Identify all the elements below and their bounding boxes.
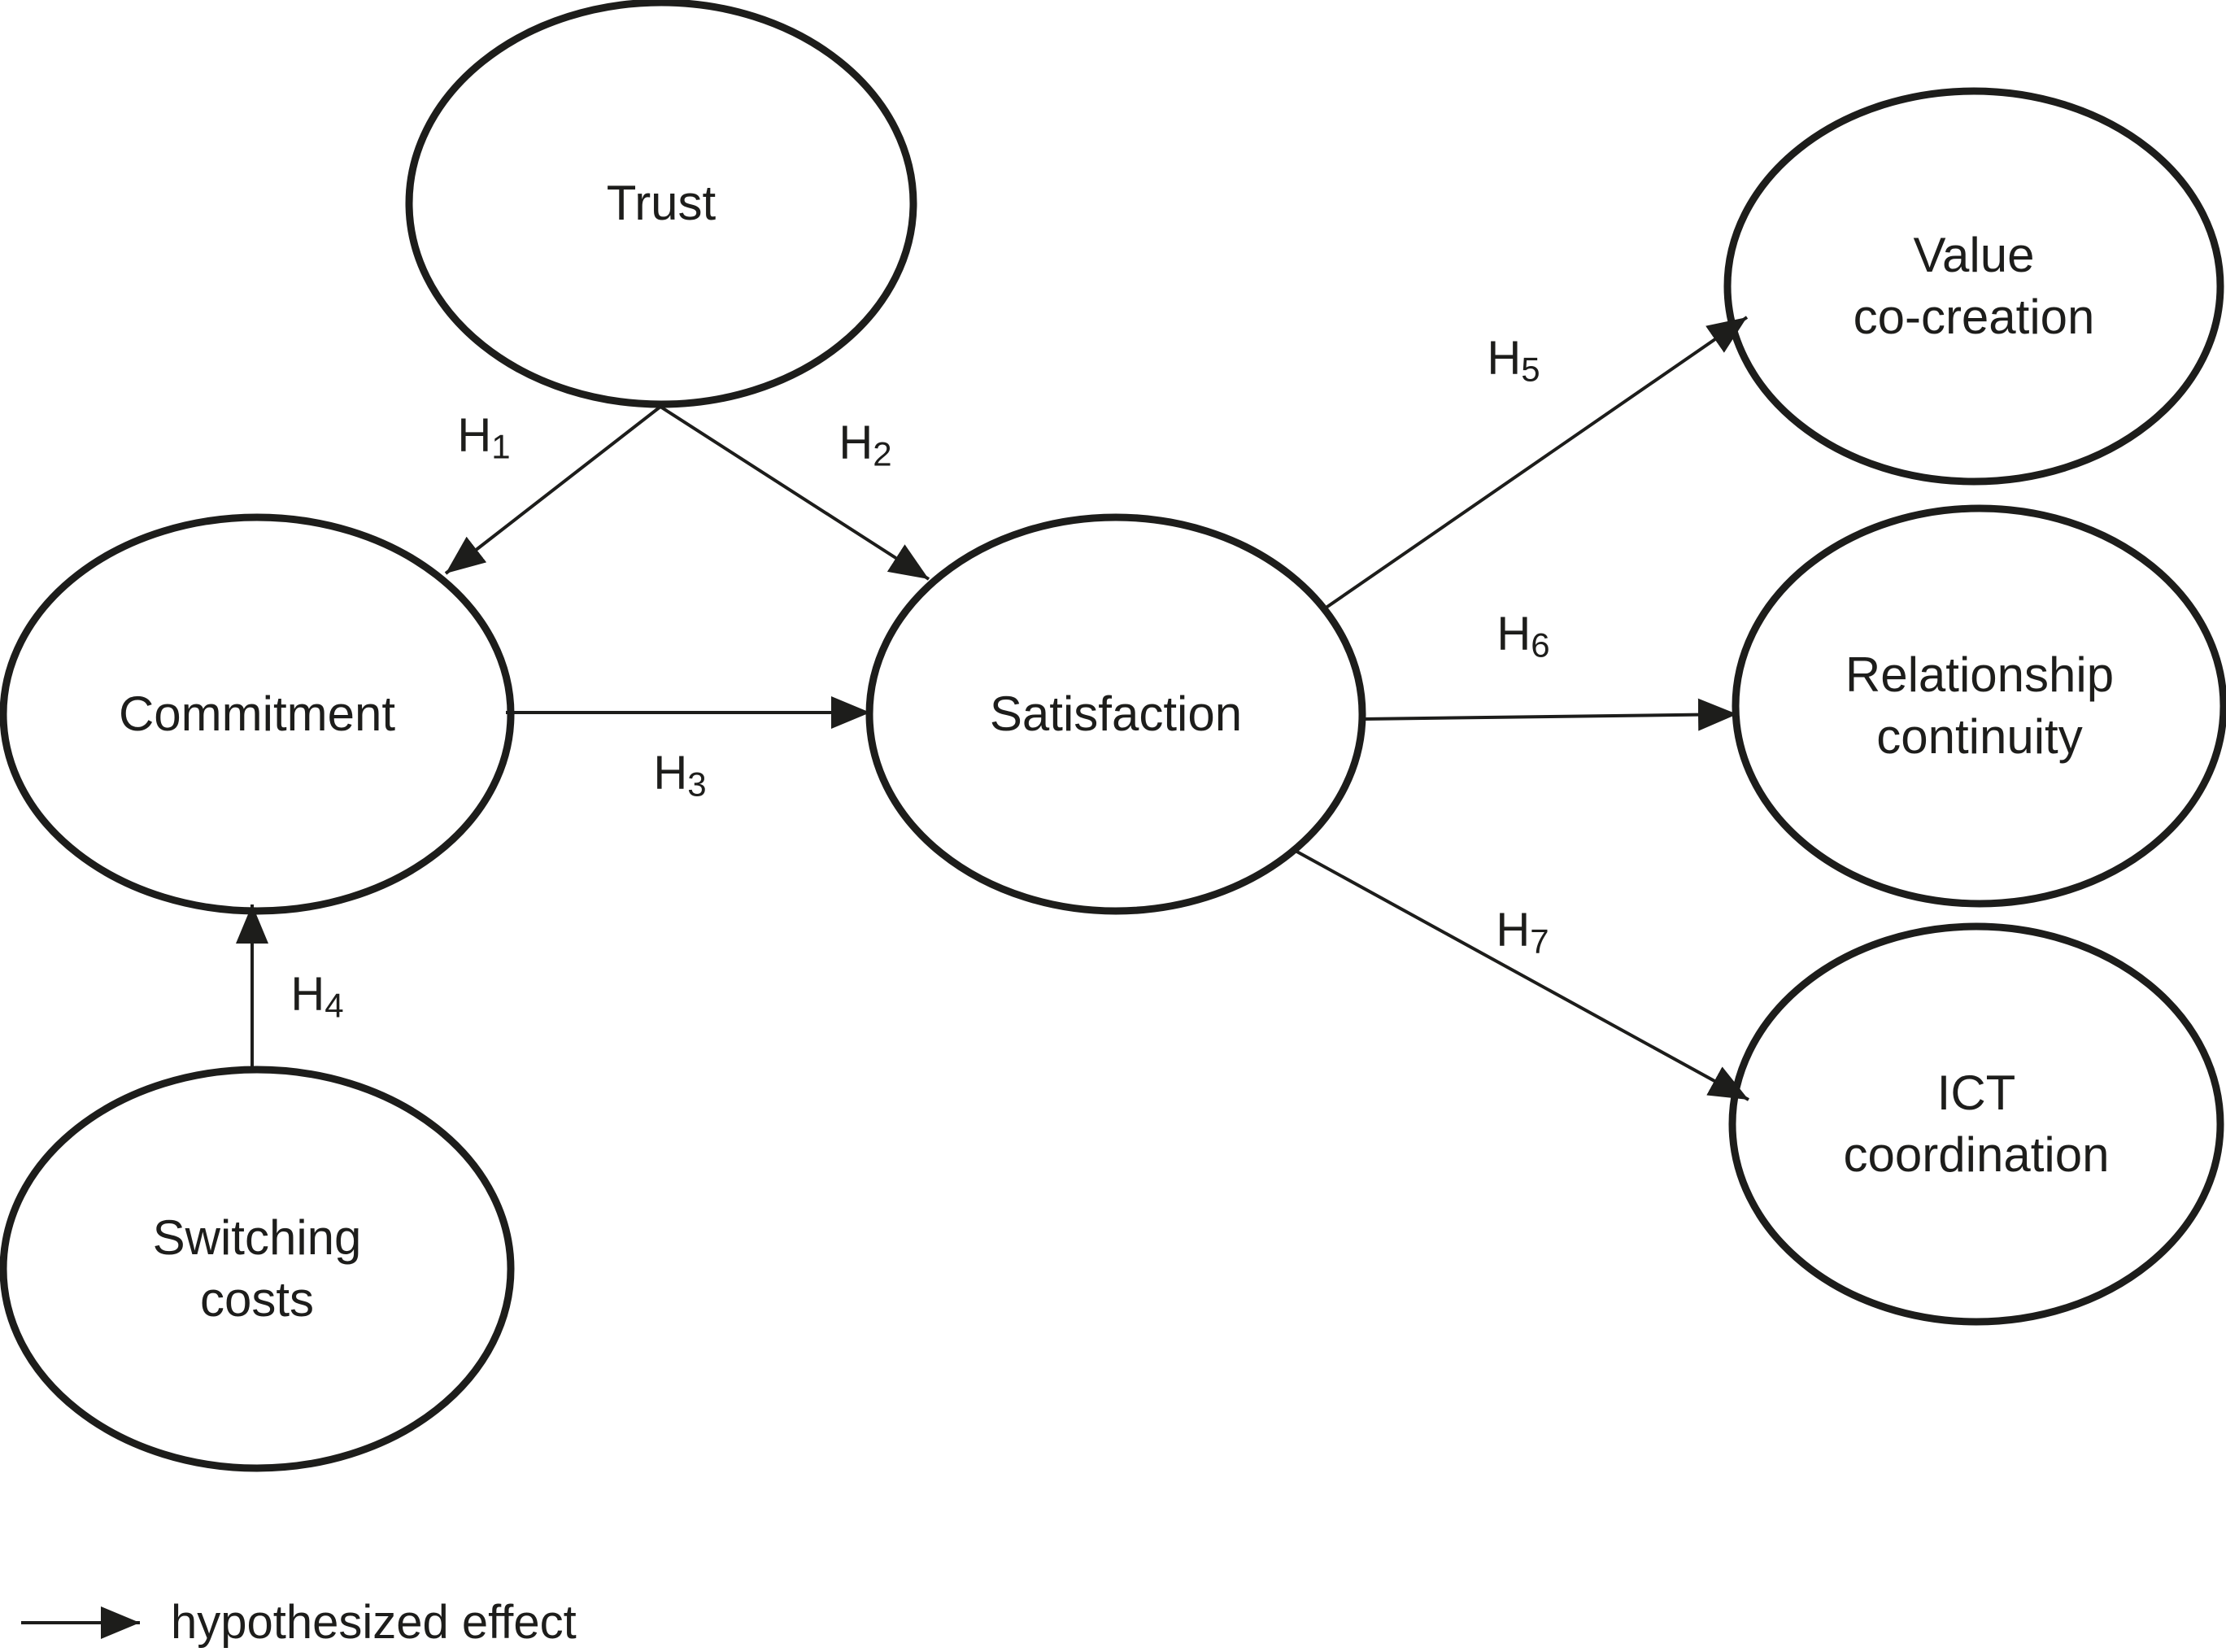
node-ellipse-commitment <box>0 513 515 915</box>
edge-h1-arrow <box>444 405 662 575</box>
node-ellipse-ict-coordination <box>1728 922 2224 1326</box>
edge-h6-arrow <box>1362 698 1738 731</box>
edge-h2-arrow <box>659 405 930 581</box>
node-ellipse-relationship-continuity <box>1732 504 2226 908</box>
legend-label: hypothesized effect <box>171 1596 577 1649</box>
node-ellipse-trust <box>405 0 917 408</box>
node-ellipse-satisfaction <box>865 513 1366 915</box>
edge-h7-arrow <box>1293 848 1749 1101</box>
edge-h5-arrow <box>1323 316 1749 610</box>
node-ellipse-switching-costs <box>0 1066 515 1472</box>
node-ellipse-value-co-creation <box>1723 87 2224 486</box>
